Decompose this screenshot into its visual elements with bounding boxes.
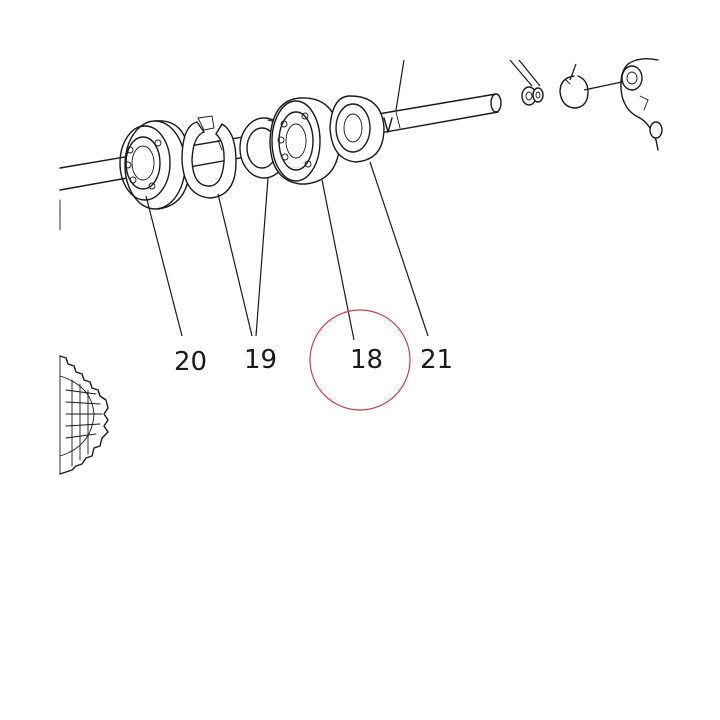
- callout-leaders: [145, 161, 429, 341]
- leader-19-b: [255, 177, 269, 337]
- spacer-21: [329, 95, 385, 163]
- callout-19: 19: [244, 345, 277, 375]
- leader-21: [369, 161, 429, 337]
- small-washer-pair: [521, 86, 544, 106]
- housing-fragment: [620, 57, 663, 151]
- leader-18: [321, 179, 355, 341]
- clip-19: [181, 115, 237, 199]
- leader-19-a: [217, 193, 253, 337]
- bearing-18: [269, 97, 341, 185]
- gear-fragment: [59, 355, 109, 475]
- highlight-circle: [309, 309, 411, 411]
- bearing-20: [119, 120, 191, 210]
- snap-ring: [559, 75, 589, 109]
- callout-18: 18: [350, 345, 383, 375]
- upper-leaders: [395, 59, 623, 111]
- callout-21: 21: [420, 345, 453, 375]
- callout-20: 20: [174, 347, 207, 377]
- leader-20: [145, 195, 183, 337]
